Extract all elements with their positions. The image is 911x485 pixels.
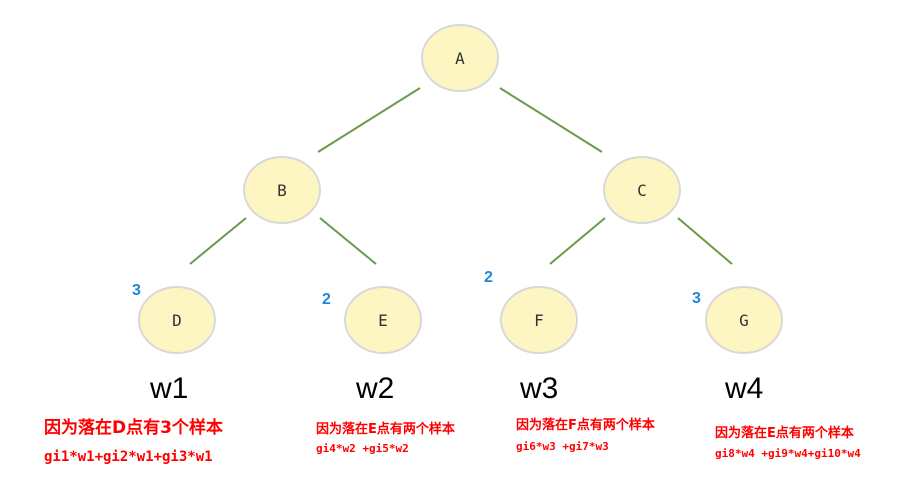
edge-c-g xyxy=(677,217,733,265)
count-g: 3 xyxy=(692,290,701,307)
node-c: C xyxy=(603,156,681,224)
node-b-circle xyxy=(243,156,321,224)
node-g-circle xyxy=(705,286,783,354)
weight-w4: w4 xyxy=(724,372,763,405)
note-d-formula: gi1*w1+gi2*w1+gi3*w1 xyxy=(44,449,213,465)
node-g: G xyxy=(705,286,783,354)
edge-c-f xyxy=(549,217,606,265)
node-e: E xyxy=(344,286,422,354)
edge-a-b xyxy=(317,87,421,153)
count-f: 2 xyxy=(484,269,493,286)
weight-w1: w1 xyxy=(149,372,188,405)
edge-b-e xyxy=(319,217,377,265)
node-c-circle xyxy=(603,156,681,224)
weight-w2: w2 xyxy=(355,372,394,405)
note-e-formula: gi4*w2 +gi5*w2 xyxy=(316,442,409,455)
node-b: B xyxy=(243,156,321,224)
node-f-label: F xyxy=(534,311,544,330)
note-g-formula: gi8*w4 +gi9*w4+gi10*w4 xyxy=(715,447,861,460)
note-f-formula: gi6*w3 +gi7*w3 xyxy=(516,440,609,453)
node-e-circle xyxy=(344,286,422,354)
node-f: F xyxy=(500,286,578,354)
node-a-label: A xyxy=(455,49,465,68)
edge-b-d xyxy=(189,217,247,265)
node-d: D xyxy=(138,286,216,354)
node-b-label: B xyxy=(277,181,287,200)
node-f-circle xyxy=(500,286,578,354)
node-a: A xyxy=(421,24,499,92)
edge-a-c xyxy=(499,87,603,153)
node-c-label: C xyxy=(637,181,647,200)
node-d-circle xyxy=(138,286,216,354)
node-g-label: G xyxy=(739,311,749,330)
node-d-label: D xyxy=(172,311,182,330)
weight-w3: w3 xyxy=(519,372,558,405)
count-e: 2 xyxy=(322,291,331,308)
note-e-reason: 因为落在E点有两个样本 xyxy=(316,421,455,437)
note-g-reason: 因为落在E点有两个样本 xyxy=(715,425,854,441)
node-a-circle xyxy=(421,24,499,92)
node-e-label: E xyxy=(378,311,388,330)
note-f-reason: 因为落在F点有两个样本 xyxy=(516,417,655,433)
note-d-reason: 因为落在D点有3个样本 xyxy=(44,417,223,438)
tree-edges xyxy=(189,87,733,265)
count-d: 3 xyxy=(132,282,141,299)
